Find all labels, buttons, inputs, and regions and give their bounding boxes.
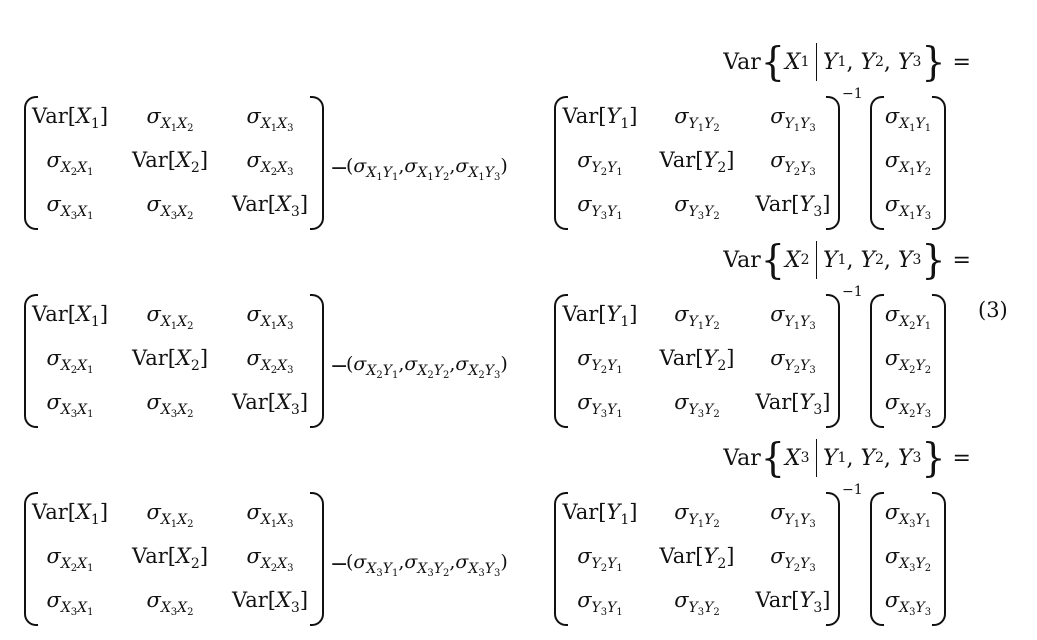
x-covariance-matrix: Var[X1] σX1X2 σX1X3 σX2X1 Var[X2] σX2X3 σX3X1 σ…	[24, 294, 324, 428]
matrix-entry: Var[Y3]	[755, 192, 831, 220]
cross-covariance-column-vector: σX3Y1 σX3Y2 σX3Y3	[870, 492, 946, 626]
matrix-entry: Var[X3]	[231, 588, 309, 616]
minus-sign: −	[330, 354, 349, 379]
matrix-entry: Var[X1]	[31, 500, 109, 528]
matrix-entry: Var[X1]	[31, 104, 109, 132]
matrix-entry: Var[X3]	[231, 390, 309, 418]
matrix-entry: σX1X2	[146, 500, 194, 530]
matrix-entry: σX3X2	[146, 588, 194, 618]
x-covariance-matrix: Var[X1] σX1X2 σX1X3 σX2X1 Var[X2] σX2X3 σX3X1 σ…	[24, 96, 324, 230]
matrix-entry: Var[Y1]	[562, 500, 638, 528]
equation-number: (3)	[978, 298, 1008, 322]
matrix-entry: σX3X1	[46, 588, 94, 618]
matrix-entry: Var[X3]	[231, 192, 309, 220]
matrix-entry: Var[Y1]	[562, 302, 638, 330]
matrix-entry: σX2X1	[46, 346, 94, 376]
matrix-entry: Var[X2]	[131, 346, 209, 374]
left-paren	[554, 96, 568, 230]
matrix-entry: σY3Y1	[577, 390, 623, 420]
matrix-entry: σX1X2	[146, 104, 194, 134]
left-paren	[24, 294, 38, 428]
matrix-entry: σX1X2	[146, 302, 194, 332]
matrix-entry: σY3Y2	[674, 390, 720, 420]
matrix-entry: σX2X1	[46, 544, 94, 574]
matrix-entry: σY3Y1	[577, 588, 623, 618]
matrix-entry: σY1Y3	[770, 104, 816, 134]
vector-entry: σX2Y3	[884, 390, 932, 420]
inverse-exponent: −1	[842, 284, 863, 300]
matrix-entry: σY1Y3	[770, 500, 816, 530]
matrix-entry: σX1X3	[246, 302, 294, 332]
matrix-entry: Var[Y2]	[659, 544, 735, 572]
y-covariance-matrix: Var[Y1] σY1Y2 σY1Y3 σY2Y1 Var[Y2] σY2Y3 σY3Y1 σ…	[554, 492, 840, 626]
matrix-entry: σY2Y3	[770, 346, 816, 376]
matrix-entry: σY1Y2	[674, 104, 720, 134]
matrix-entry: Var[X2]	[131, 148, 209, 176]
matrix-entry: σY2Y3	[770, 544, 816, 574]
left-paren	[554, 492, 568, 626]
left-paren	[554, 294, 568, 428]
matrix-entry: σY3Y2	[674, 192, 720, 222]
matrix-entry: Var[Y2]	[659, 346, 735, 374]
vector-entry: σX1Y1	[884, 104, 932, 134]
vector-entry: σX3Y2	[884, 544, 932, 574]
cross-covariance-column-vector: σX2Y1 σX2Y2 σX2Y3	[870, 294, 946, 428]
cross-covariance-row-vector: (σX2Y1,σX2Y2,σX2Y3)	[346, 353, 508, 381]
vector-entry: σX2Y2	[884, 346, 932, 376]
minus-sign: −	[330, 552, 349, 577]
vector-entry: σX1Y3	[884, 192, 932, 222]
matrix-entry: σX3X2	[146, 192, 194, 222]
left-paren	[870, 492, 884, 626]
x-covariance-matrix: Var[X1] σX1X2 σX1X3 σX2X1 Var[X2] σX2X3 σX3X1 σ…	[24, 492, 324, 626]
matrix-entry: σY1Y3	[770, 302, 816, 332]
matrix-entry: σX2X3	[246, 346, 294, 376]
matrix-entry: σX1X3	[246, 500, 294, 530]
vector-entry: σX3Y1	[884, 500, 932, 530]
matrix-entry: σY1Y2	[674, 500, 720, 530]
left-paren	[24, 96, 38, 230]
vector-entry: σX1Y2	[884, 148, 932, 178]
matrix-entry: Var[Y3]	[755, 588, 831, 616]
matrix-entry: σX2X1	[46, 148, 94, 178]
matrix-entry: σY2Y1	[577, 346, 623, 376]
matrix-entry: σY2Y1	[577, 544, 623, 574]
cross-covariance-row-vector: (σX1Y1,σX1Y2,σX1Y3)	[346, 155, 508, 183]
matrix-entry: Var[Y3]	[755, 390, 831, 418]
matrix-entry: σX1X3	[246, 104, 294, 134]
y-covariance-matrix: Var[Y1] σY1Y2 σY1Y3 σY2Y1 Var[Y2] σY2Y3 σY3Y1 σ…	[554, 294, 840, 428]
matrix-entry: σY3Y2	[674, 588, 720, 618]
left-paren	[24, 492, 38, 626]
left-paren	[870, 96, 884, 230]
matrix-entry: Var[X2]	[131, 544, 209, 572]
cross-covariance-column-vector: σX1Y1 σX1Y2 σX1Y3	[870, 96, 946, 230]
minus-sign: −	[330, 156, 349, 181]
matrix-entry: σY3Y1	[577, 192, 623, 222]
matrix-entry: Var[Y1]	[562, 104, 638, 132]
matrix-entry: σY2Y3	[770, 148, 816, 178]
inverse-exponent: −1	[842, 86, 863, 102]
vector-entry: σX3Y3	[884, 588, 932, 618]
matrix-entry: σY1Y2	[674, 302, 720, 332]
matrix-entry: σX2X3	[246, 148, 294, 178]
matrix-entry: σX2X3	[246, 544, 294, 574]
matrix-entry: σY2Y1	[577, 148, 623, 178]
matrix-entry: Var[X1]	[31, 302, 109, 330]
vector-entry: σX2Y1	[884, 302, 932, 332]
cross-covariance-row-vector: (σX3Y1,σX3Y2,σX3Y3)	[346, 551, 508, 579]
left-paren	[870, 294, 884, 428]
matrix-entry: σX3X1	[46, 192, 94, 222]
matrix-entry: Var[Y2]	[659, 148, 735, 176]
matrix-entry: σX3X1	[46, 390, 94, 420]
matrix-entry: σX3X2	[146, 390, 194, 420]
y-covariance-matrix: Var[Y1] σY1Y2 σY1Y3 σY2Y1 Var[Y2] σY2Y3 σY3Y1 σ…	[554, 96, 840, 230]
inverse-exponent: −1	[842, 482, 863, 498]
